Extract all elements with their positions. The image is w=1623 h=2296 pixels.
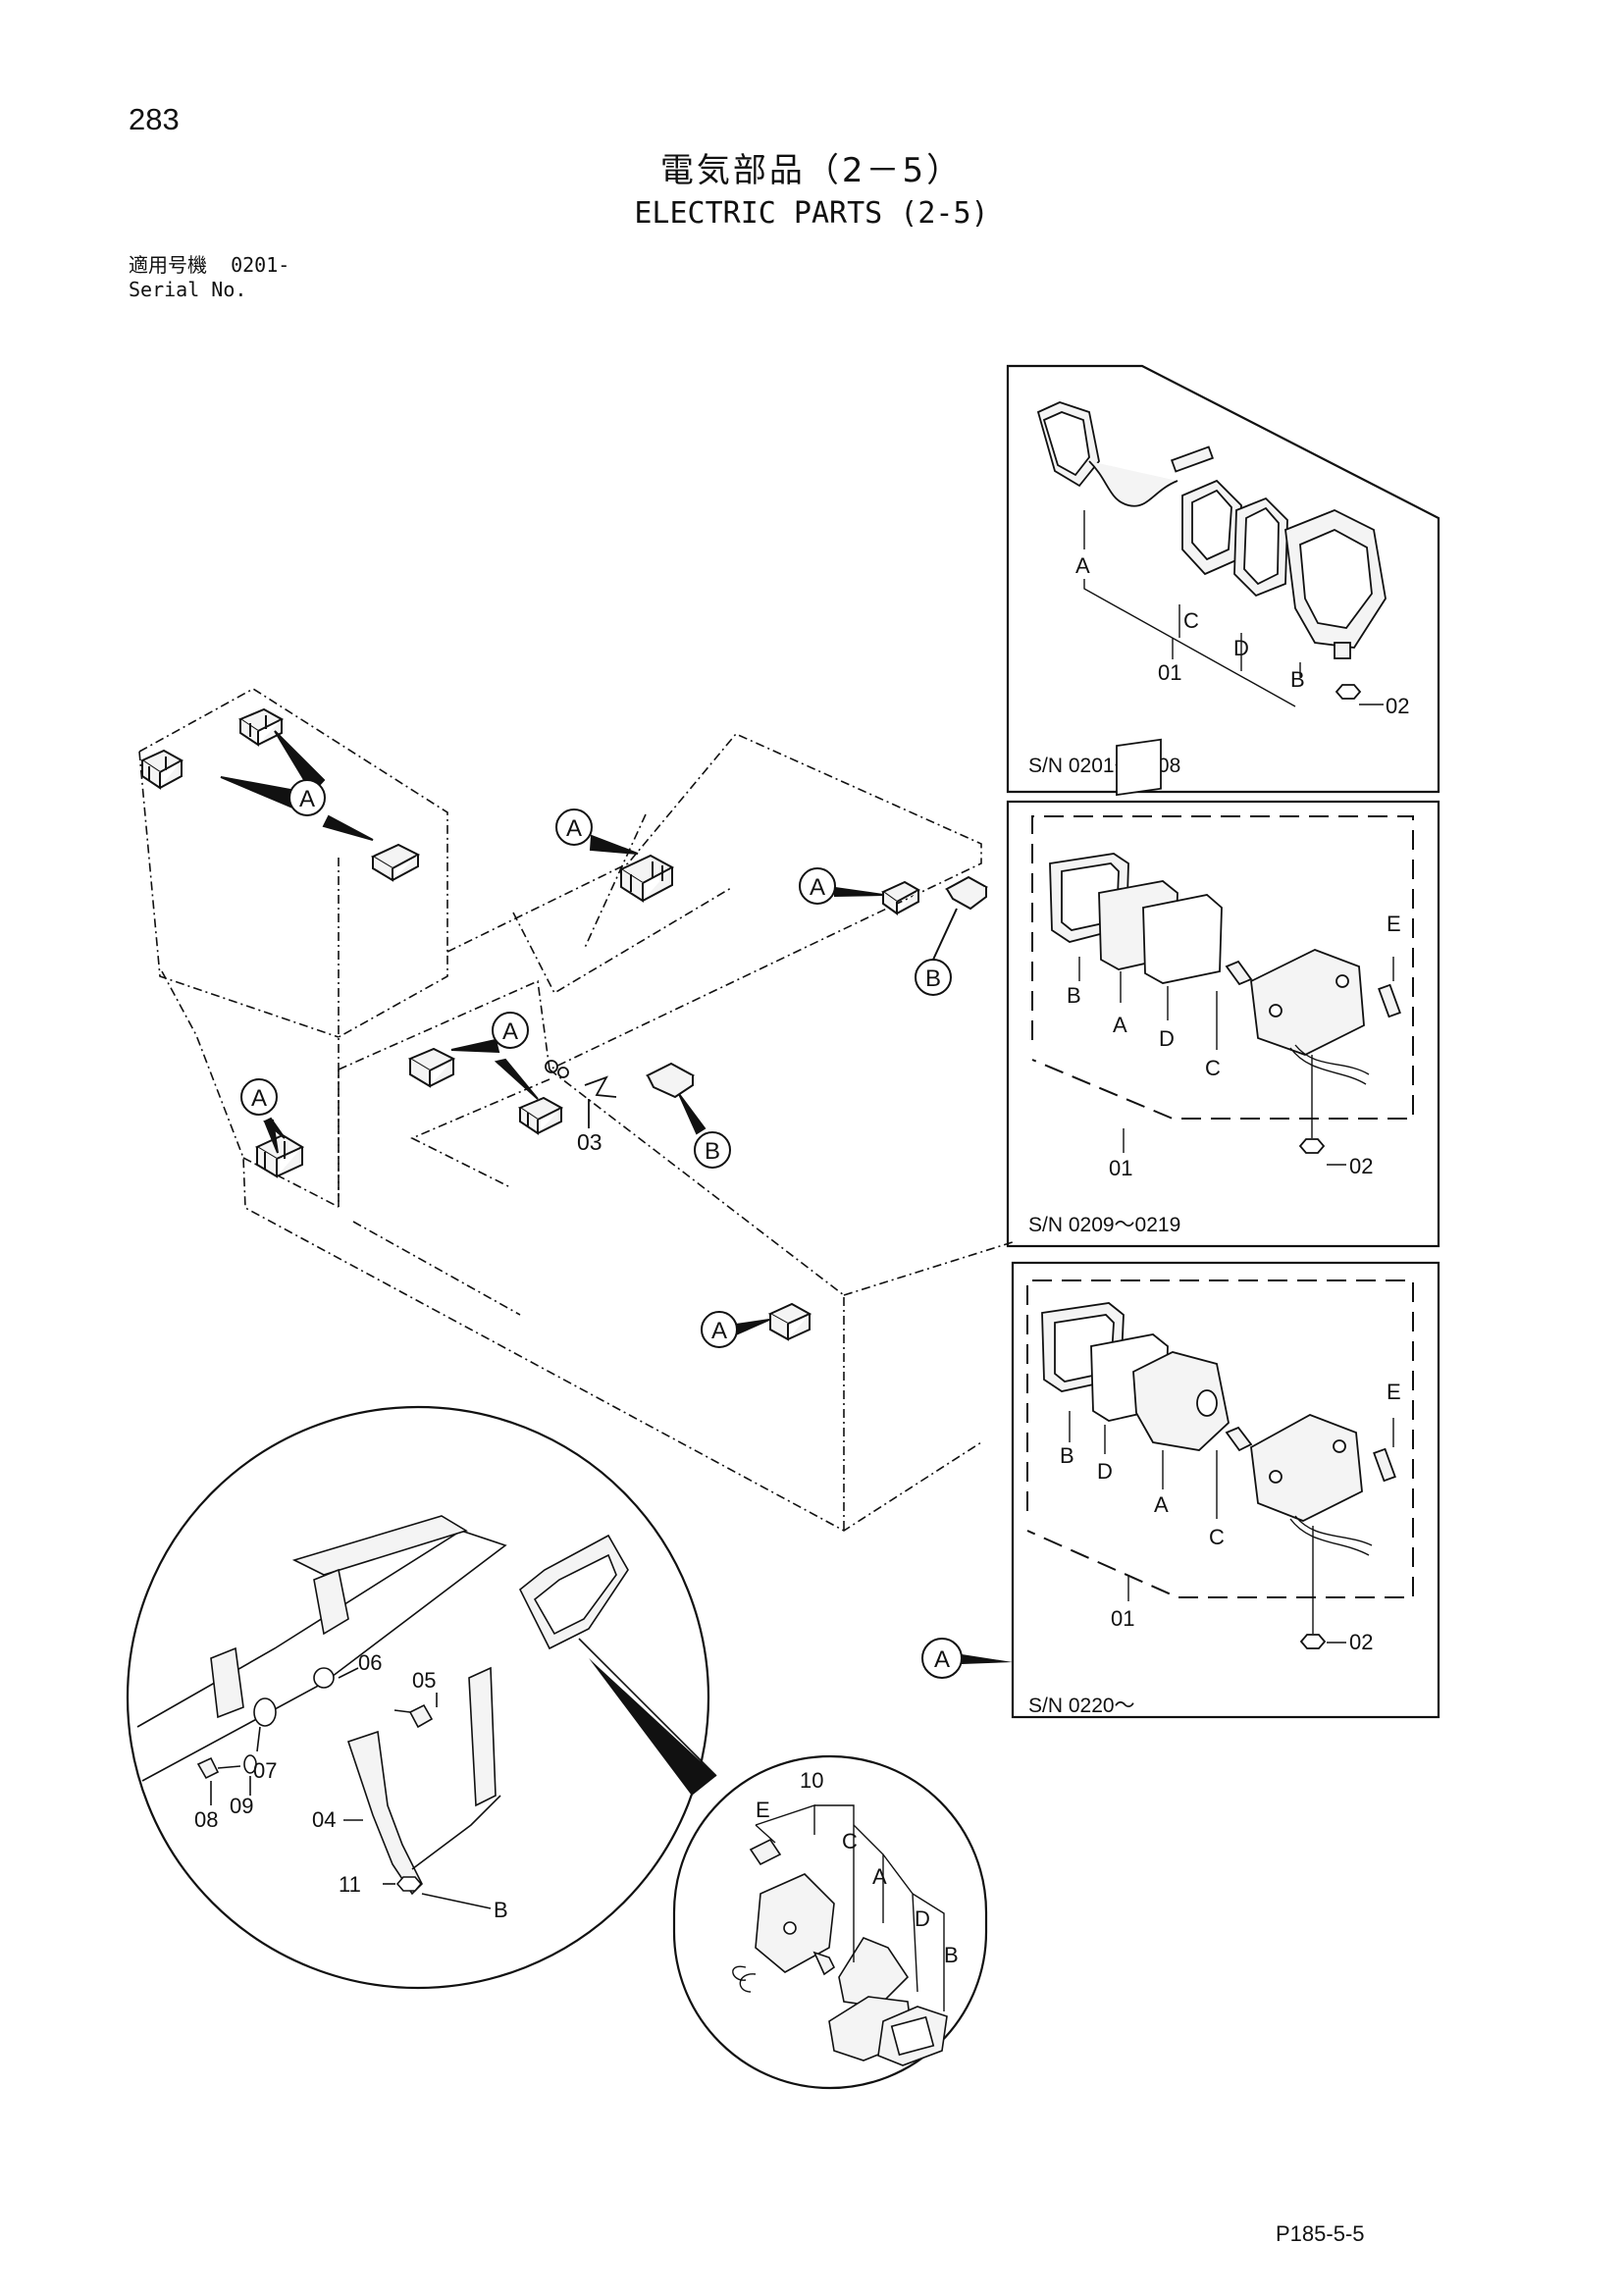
body-lamps [139,707,989,1341]
lamp-cab-top [237,707,285,747]
lamp-label-a: A [872,1864,887,1889]
panel3-label-c: C [1209,1525,1225,1549]
lamp-exploded-detail: 10 E C A D B [672,1754,988,2090]
lamp-deck-side [254,1133,305,1178]
lamp-upper-deck [618,854,675,903]
panel3-label-a: A [1154,1492,1169,1517]
panel2-label-a: A [1113,1013,1127,1037]
panel3-label-d: D [1097,1459,1113,1484]
panel2-label-02: 02 [1349,1154,1373,1178]
panel1-label-d: D [1233,636,1249,660]
mount-label-06: 06 [358,1650,382,1675]
lamp-label-e: E [756,1798,770,1822]
lamp-label-c: C [842,1829,858,1853]
panel2-label-e: E [1387,912,1401,936]
serial-label-japanese: 適用号機 [129,253,207,277]
mount-label-05: 05 [412,1668,436,1693]
callout-a1: A [299,786,315,812]
lamp-right-a [881,880,921,915]
lamp-right-b [944,875,989,911]
part-label-03: 03 [577,1129,602,1155]
panel1-label-c: C [1183,608,1199,633]
serial-label-english: Serial No. [129,278,247,301]
panel3-label-e: E [1387,1380,1401,1404]
footer-page-code: P185-5-5 [1276,2221,1365,2246]
page-title-japanese: 電気部品（2－5） [659,151,964,190]
callout-a2: A [566,815,582,842]
mount-label-b: B [494,1898,508,1922]
mount-label-04: 04 [312,1807,336,1832]
panel1-label-02: 02 [1386,694,1409,718]
mount-label-09: 09 [230,1794,253,1818]
part-03-clip [545,1060,617,1128]
panel3-ref-callout: A [934,1646,950,1673]
callout-a6: A [711,1318,727,1344]
serial-number-block: 適用号機 0201- Serial No. [129,253,289,302]
panel3-label-01: 01 [1111,1606,1134,1631]
detail-panel-1: A C D B 01 02 S/N 0201～0208 [1006,364,1440,794]
machine-body-outline [138,688,1017,1532]
lamp-label-b: B [944,1943,959,1967]
lamp-cab-side [370,843,421,882]
lamp-cab-left [139,749,184,790]
callout-b2: B [705,1138,720,1165]
panel2-label-c: C [1205,1056,1221,1080]
panel2-label-d: D [1159,1026,1175,1051]
callout-b1: B [925,965,941,992]
lamp-label-d: D [915,1906,930,1931]
mount-label-11: 11 [339,1872,361,1897]
callout-a5: A [251,1085,267,1112]
panel1-label-b: B [1290,667,1305,692]
callout-a3: A [810,874,825,901]
detail-panel-2: B A D C E 01 02 S/N 0209～0219 [1006,738,1440,1248]
main-callout-letters: A A A A A A B B 03 [251,786,941,1344]
panel2-serial-range: S/N 0209～0219 [1028,1214,1180,1236]
panel3-serial-range: S/N 0220～ [1028,1695,1135,1717]
serial-value: 0201- [231,253,290,277]
mount-label-08: 08 [194,1807,218,1832]
panel3-label-02: 02 [1349,1630,1373,1654]
panel3-label-b: B [1060,1443,1074,1468]
page-number: 283 [129,102,180,136]
panel1-label-a: A [1075,553,1090,578]
mount-label-07: 07 [253,1758,277,1783]
lamp-deck-left [407,1047,456,1088]
lamp-front [767,1302,812,1341]
callout-a4: A [502,1018,518,1045]
lamp-deck-right [645,1062,696,1099]
lamp-label-10: 10 [800,1768,823,1793]
page-title-english: ELECTRIC PARTS (2-5) [634,196,989,231]
panel2-label-b: B [1067,983,1081,1008]
detail-panel-3: B D A C E 01 02 S/N 0220～ A [921,1261,1440,1719]
lamp-deck-center [517,1096,564,1135]
mount-detail: 06 05 07 09 08 04 11 B [126,1405,717,1990]
panel1-label-01: 01 [1158,660,1181,685]
main-callouts [220,730,958,1348]
panel2-label-01: 01 [1109,1156,1132,1180]
